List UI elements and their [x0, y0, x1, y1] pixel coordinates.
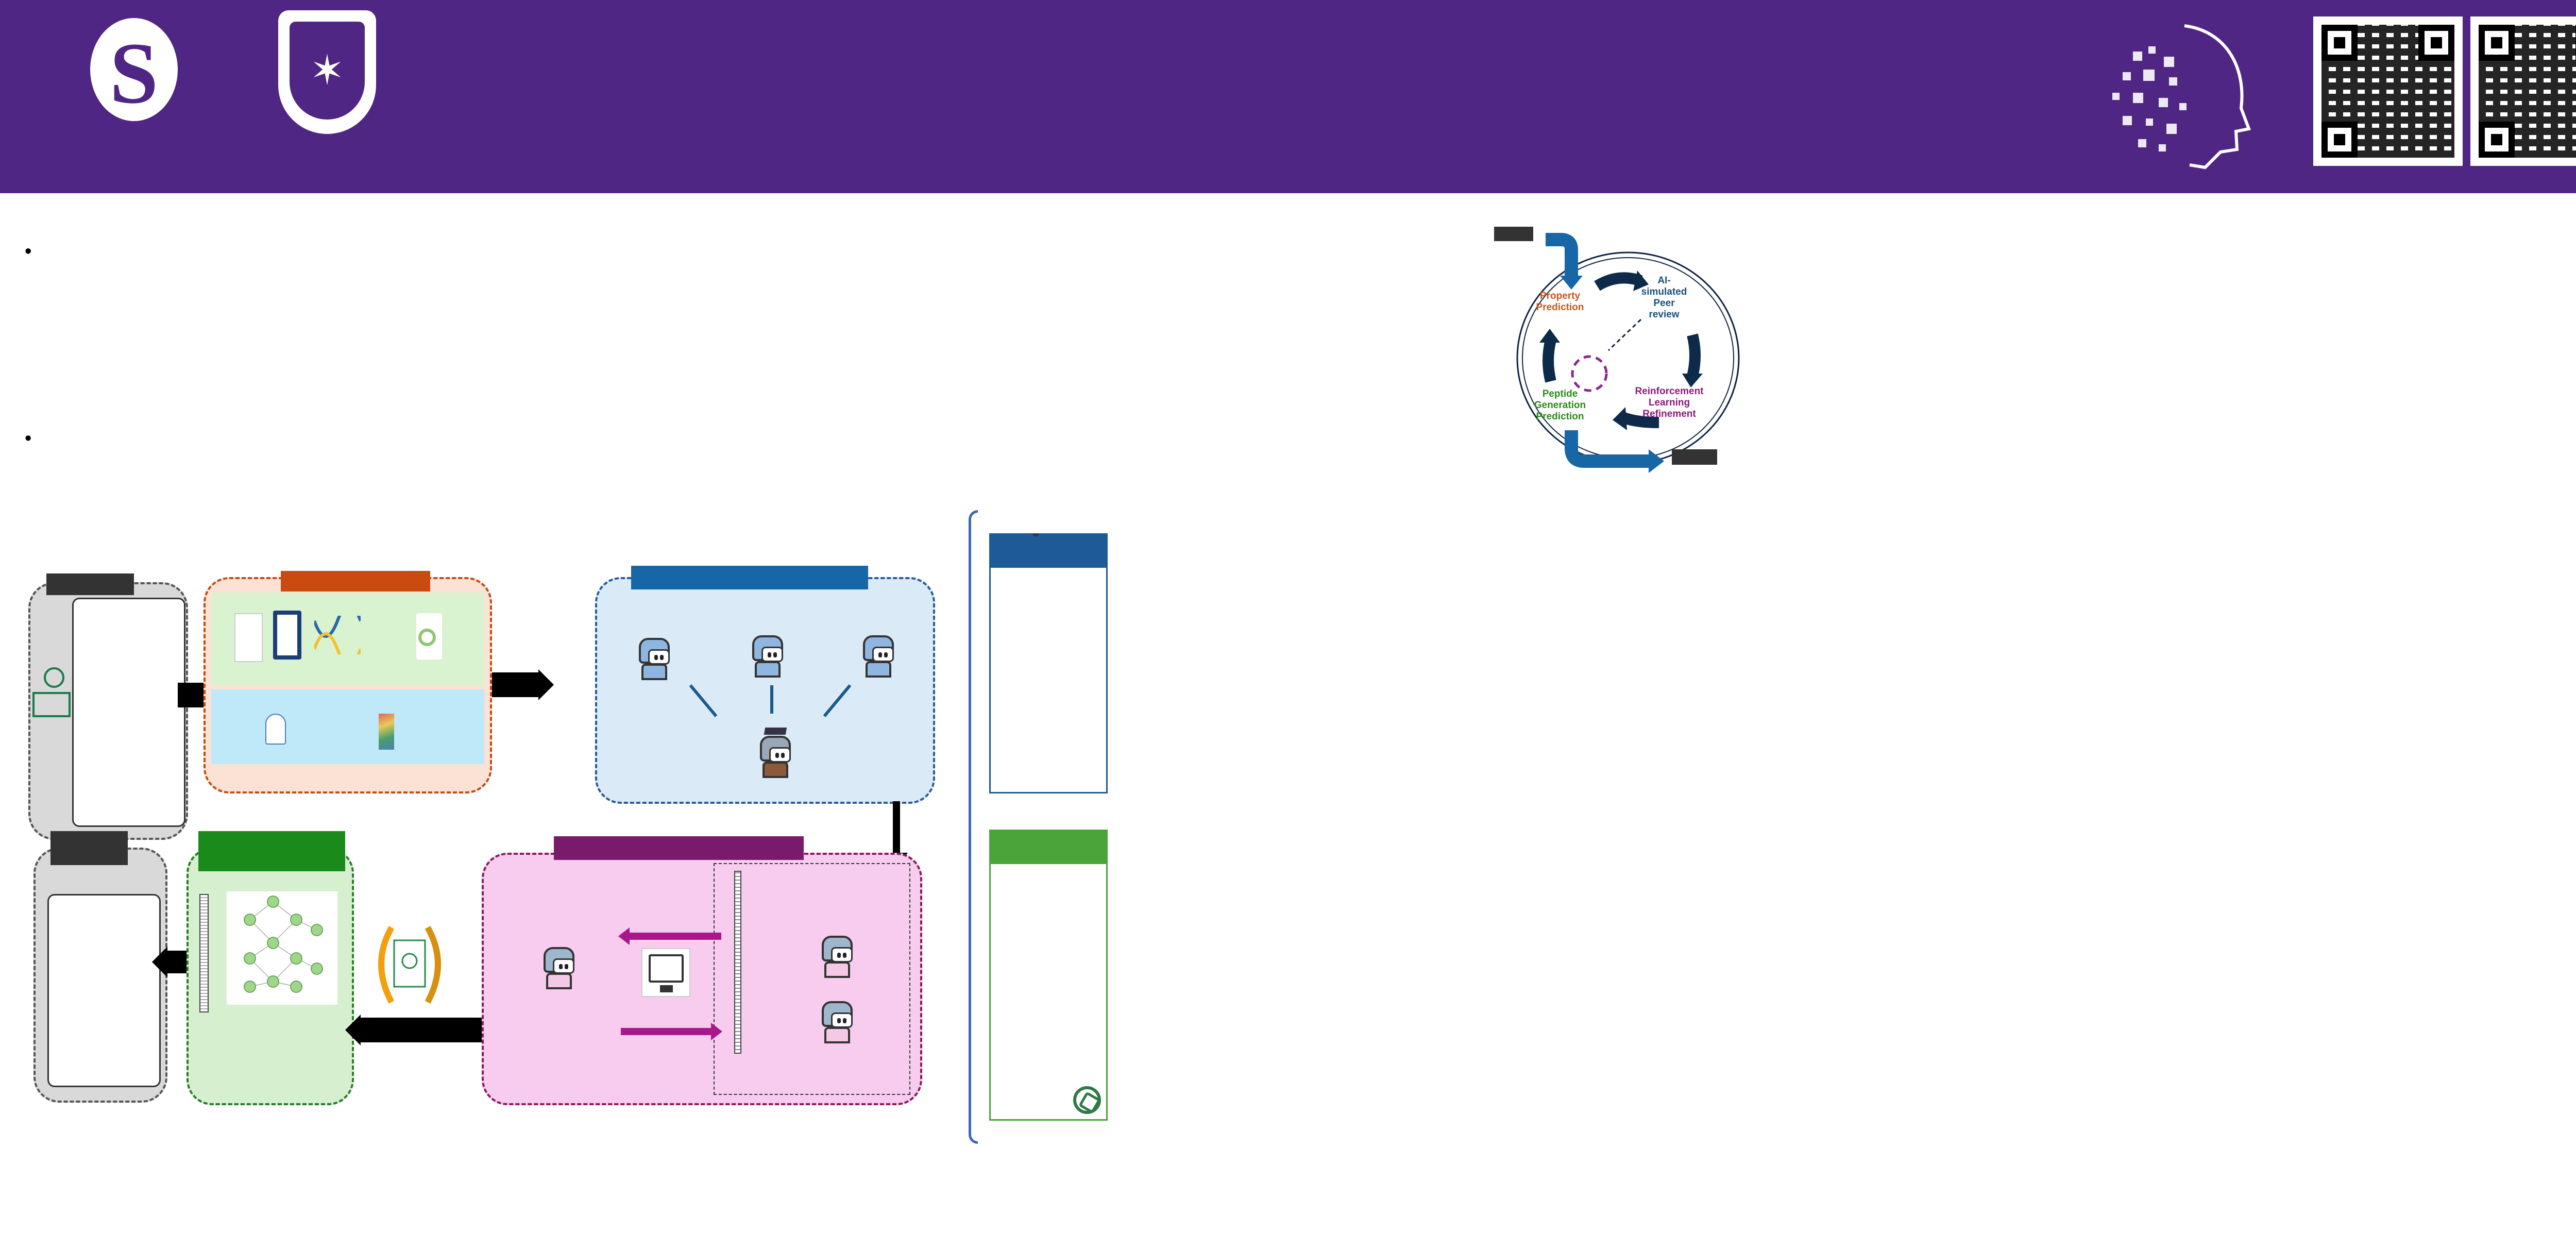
macrel-icon — [379, 714, 394, 750]
user-prompt-text — [72, 623, 185, 627]
omegafold-icon — [273, 611, 301, 660]
rl-module-title — [554, 836, 804, 860]
rl-cycle-icon — [378, 926, 441, 1004]
property-module-title — [281, 571, 430, 592]
rl-decision-agent-icon — [541, 943, 577, 989]
f123-arrow — [629, 933, 721, 940]
rule-validator-bar — [734, 871, 741, 1054]
reviewer-prompt-lines — [991, 568, 1106, 580]
output-scroll — [47, 894, 161, 1087]
reviewer-prompt-title — [991, 535, 1106, 568]
vs-vector-store-icon — [199, 894, 209, 1012]
poster-header — [0, 0, 2576, 193]
western-shield-icon — [278, 10, 376, 134]
cycle-input-badge — [1494, 227, 1533, 241]
output-flow-arrow — [1565, 430, 1649, 468]
output-module-title — [50, 831, 128, 865]
rl-loop-icon — [1571, 355, 1608, 392]
cycle-output-badge — [1672, 449, 1717, 465]
ai-head-logo-icon — [2112, 24, 2251, 170]
rl-to-generator-arrow — [361, 1018, 500, 1042]
reviewer-to-chair-arrows — [689, 684, 852, 717]
western-logo — [247, 10, 412, 185]
foldseek-icon — [416, 613, 442, 660]
bio-reward-agent-icon — [819, 997, 855, 1043]
reviewer-2-robot-icon — [750, 631, 786, 678]
input-scroll — [72, 598, 185, 827]
peptide-module-title — [198, 831, 345, 871]
weighted-lexicon-title — [991, 831, 1106, 864]
schulich-logo — [41, 15, 227, 185]
chatgpt-icon — [1073, 1086, 1101, 1114]
weighted-lexicon-code — [991, 864, 1106, 876]
title-block — [464, 10, 2143, 20]
weighted-lexicon-box — [989, 830, 1108, 1121]
biopython-helix-icon — [314, 616, 361, 654]
property-to-peer-arrow — [492, 672, 538, 697]
toxinpred-icon — [234, 613, 263, 662]
github-qr-code[interactable] — [2470, 16, 2576, 166]
schulich-s-icon — [90, 18, 178, 124]
user-icon — [32, 667, 71, 717]
selected-f-arrow — [621, 1028, 711, 1035]
reviewer-1-robot-icon — [636, 634, 672, 680]
peer-to-rl-arrow — [893, 801, 900, 853]
sandbox-computer-icon — [641, 948, 690, 997]
overview-bracket — [969, 510, 978, 1144]
reviewer-prompt-box — [989, 533, 1108, 793]
rl-agents-group — [714, 863, 910, 1095]
cs-reward-agent-icon — [819, 932, 855, 978]
area-chair-robot-icon — [757, 732, 793, 778]
input-module-title — [46, 573, 134, 595]
input-flow-arrow — [1546, 233, 1578, 276]
peer-module-title — [631, 566, 868, 589]
neural-network-icon — [227, 891, 337, 1005]
paper-qr-code[interactable] — [2313, 16, 2463, 166]
reviewer-3-robot-icon — [860, 631, 896, 678]
mic-predictor-icon — [265, 714, 286, 745]
s-tools-panel — [211, 689, 484, 764]
